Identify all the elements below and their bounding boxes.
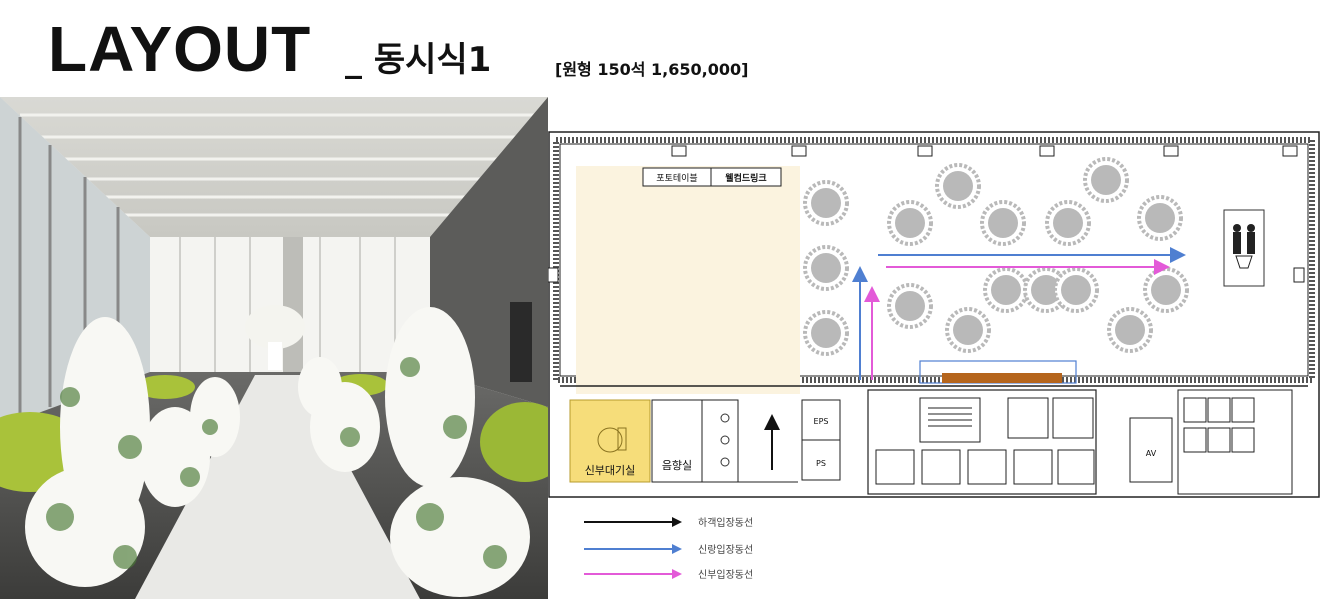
- round-table: [1145, 203, 1175, 233]
- staging-area: [576, 166, 800, 394]
- legend-guest: 하객입장동선: [584, 514, 753, 529]
- floor-plan: 포토테이블 웰컴드링크 신부대기실 음향실 EPS PS: [548, 131, 1320, 498]
- welcome-drink-label: 웰컴드링크: [725, 172, 766, 184]
- round-table: [811, 318, 841, 348]
- round-table: [953, 315, 983, 345]
- photo-table-label: 포토테이블: [656, 173, 697, 184]
- stage: [942, 373, 1062, 383]
- round-table: [991, 275, 1021, 305]
- sound-room-label: 음향실: [662, 459, 692, 472]
- legend-bride: 신부입장동선: [584, 566, 753, 581]
- legend-groom: 신랑입장동선: [584, 541, 753, 556]
- round-table: [943, 171, 973, 201]
- couple-icon: [1233, 224, 1255, 269]
- round-table: [1151, 275, 1181, 305]
- legend-groom-label: 신랑입장동선: [698, 545, 754, 556]
- round-table: [811, 188, 841, 218]
- legend-bride-label: 신부입장동선: [698, 570, 754, 581]
- bride-arrow-icon: [584, 568, 682, 579]
- round-table: [1031, 275, 1061, 305]
- round-table: [988, 208, 1018, 238]
- av-label: AV: [1146, 449, 1157, 458]
- groom-arrow-icon: [584, 543, 682, 554]
- bride-room-label: 신부대기실: [585, 464, 636, 477]
- ps-label: PS: [816, 459, 826, 468]
- round-table: [1061, 275, 1091, 305]
- guest-arrow-icon: [584, 516, 682, 527]
- round-table: [1115, 315, 1145, 345]
- round-tables: [803, 157, 1189, 356]
- page-title: LAYOUT: [48, 13, 312, 85]
- round-table: [895, 208, 925, 238]
- round-table: [1091, 165, 1121, 195]
- eps-label: EPS: [814, 417, 829, 426]
- wedding-hall-photo: [0, 97, 548, 599]
- page-subtitle: _ 동시식1: [345, 40, 492, 80]
- round-table: [895, 291, 925, 321]
- bride-room: [569, 399, 651, 483]
- price-info: [원형 150석 1,650,000]: [555, 60, 749, 79]
- legend-guest-label: 하객입장동선: [698, 518, 754, 529]
- round-table: [1053, 208, 1083, 238]
- round-table: [811, 253, 841, 283]
